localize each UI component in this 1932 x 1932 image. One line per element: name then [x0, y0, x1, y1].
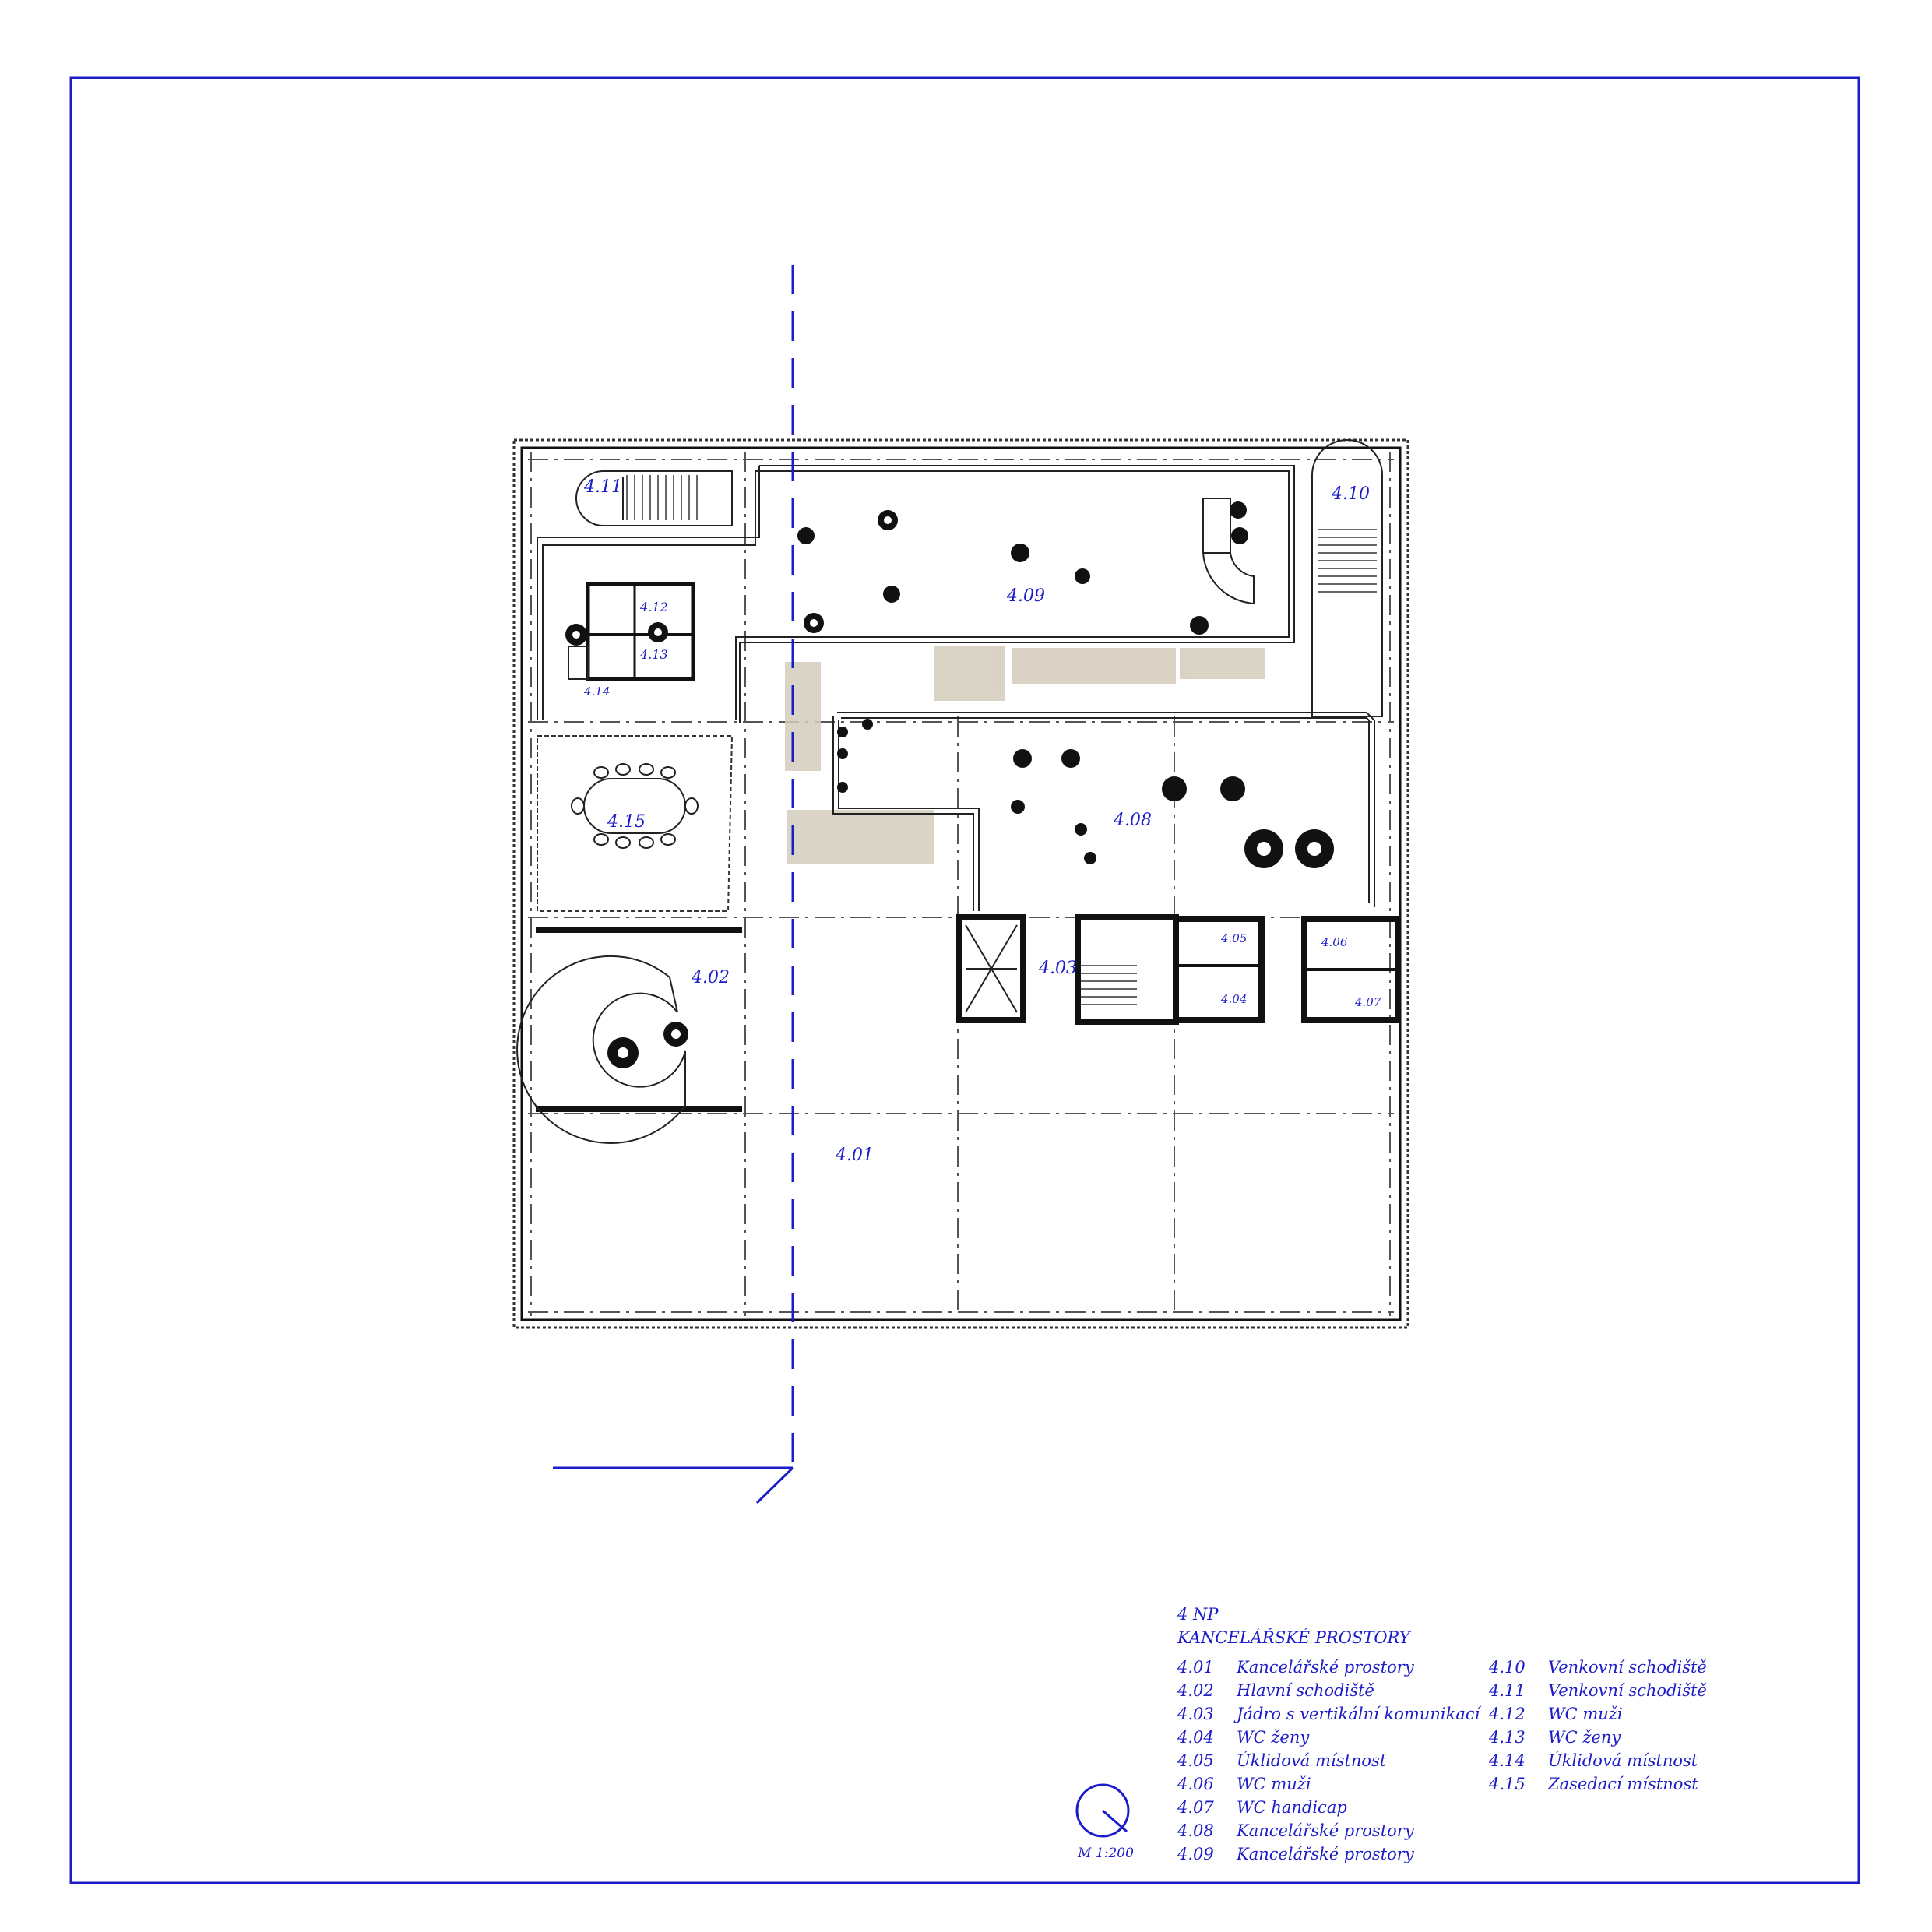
terrace-4-08-outline [832, 712, 1375, 911]
room-label-4-10: 4.10 [1331, 484, 1370, 504]
main-stair-4-02 [516, 927, 742, 1144]
trees-4-09 [797, 501, 1248, 635]
room-label-4-09: 4.09 [1006, 586, 1045, 606]
trees-4-08 [837, 719, 1334, 868]
meeting-room-4-15 [537, 735, 734, 912]
room-label-4-01: 4.01 [835, 1145, 874, 1165]
planting-areas [785, 646, 1265, 864]
legend-floor: 4 NP [1177, 1605, 1219, 1624]
core-4-03 [956, 914, 1401, 1025]
room-label-4-02: 4.02 [691, 968, 730, 987]
room-label-4-06: 4.06 [1321, 935, 1348, 949]
wc-block-north [565, 582, 695, 681]
legend-title: KANCELÁŘSKÉ PROSTORY [1177, 1628, 1410, 1647]
room-label-4-12: 4.12 [639, 600, 668, 614]
room-label-4-03: 4.03 [1038, 959, 1077, 978]
room-label-4-07: 4.07 [1354, 995, 1381, 1009]
outdoor-stair-4-10 [1311, 439, 1383, 717]
spiral-stair-terrace [1202, 498, 1255, 605]
room-label-4-04: 4.04 [1220, 992, 1247, 1006]
sheet-frame [69, 76, 1860, 1884]
scale-label: M 1:200 [1078, 1846, 1134, 1861]
structural-grid [528, 452, 1394, 1316]
section-line [553, 265, 794, 1504]
building-outline [512, 438, 1409, 1329]
room-label-4-14: 4.14 [583, 684, 610, 699]
room-label-4-05: 4.05 [1220, 931, 1247, 945]
outdoor-stair-4-11 [575, 470, 733, 526]
room-label-4-13: 4.13 [639, 647, 668, 662]
room-labels: 4.11 4.10 4.09 4.12 4.13 4.14 4.15 4.08 … [583, 477, 1381, 1165]
room-label-4-11: 4.11 [583, 477, 622, 497]
room-label-4-15: 4.15 [607, 812, 646, 832]
room-label-4-08: 4.08 [1113, 811, 1152, 830]
terrace-4-09-outline [739, 465, 1295, 723]
north-arrow-icon [1075, 1783, 1130, 1838]
